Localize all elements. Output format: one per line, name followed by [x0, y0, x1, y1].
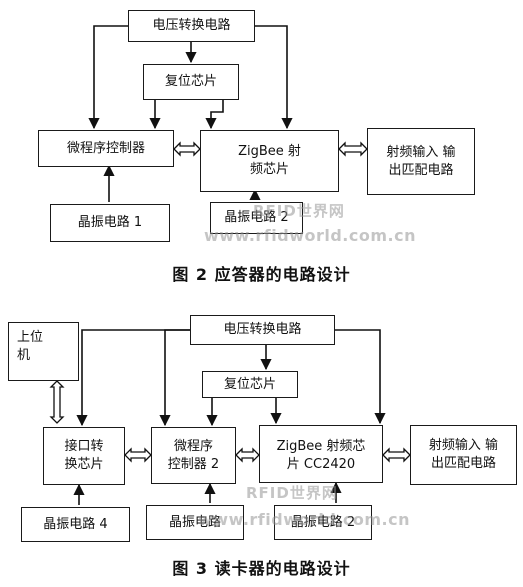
mcu-box: 微程序控制器	[38, 130, 174, 167]
zigbee-cc2420-box: ZigBee 射频芯 片 CC2420	[259, 425, 383, 483]
figure-2-caption: 图 2 应答器的电路设计	[172, 265, 351, 284]
reset-chip-box: 复位芯片	[143, 64, 239, 100]
crystal-circuit-4-box: 晶振电路 4	[21, 507, 130, 542]
voltage-converter-box: 电压转换电路	[128, 10, 255, 42]
crystal-circuit-2-box: 晶振电路 2	[210, 202, 303, 234]
rf-matching-box: 射频输入 输 出匹配电路	[367, 128, 475, 195]
figure-3-caption: 图 3 读卡器的电路设计	[172, 559, 351, 578]
reset-chip-box: 复位芯片	[202, 371, 298, 398]
crystal-circuit-1-box: 晶振电路 1	[50, 204, 170, 242]
crystal-circuit-2-box: 晶振电路 2	[274, 505, 372, 540]
rf-matching-box: 射频输入 输 出匹配电路	[410, 425, 517, 485]
host-computer-box: 上位 机	[8, 322, 79, 381]
crystal-circuit-box: 晶振电路	[146, 505, 244, 540]
interface-chip-box: 接口转 换芯片	[43, 427, 125, 485]
mcu-2-box: 微程序 控制器 2	[151, 427, 236, 484]
voltage-converter-box: 电压转换电路	[190, 315, 335, 345]
zigbee-chip-box: ZigBee 射 频芯片	[200, 130, 339, 192]
